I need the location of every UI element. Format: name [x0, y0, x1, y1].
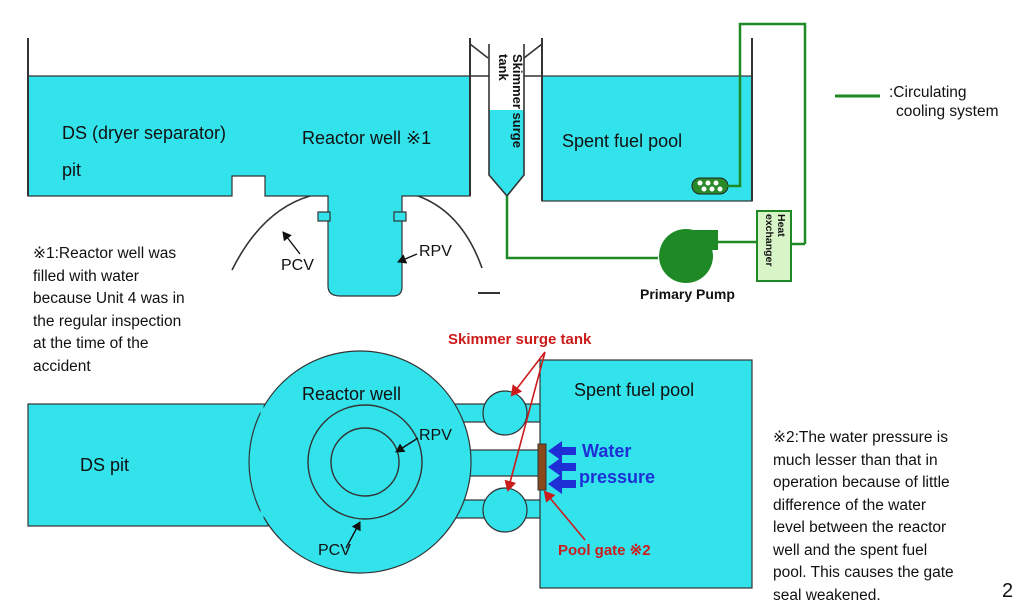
- heat-exchanger-label: Heat exchanger: [763, 214, 787, 267]
- note-1-line: ※1:Reactor well was: [33, 245, 177, 262]
- rpv-bottom-label: RPV: [419, 427, 452, 444]
- red-arrow-2: [504, 351, 546, 492]
- water-pressure-label-line2: pressure: [579, 467, 656, 487]
- pcv-circle: [307, 404, 423, 520]
- reactor-well-label: Reactor well ※1: [302, 128, 432, 148]
- blue-arrow-3: [548, 474, 576, 494]
- note-2: ※2:The water pressure is much lesser tha…: [773, 427, 954, 607]
- note-2-line: well and the spent fuel: [773, 541, 928, 559]
- skimmer-wall-left: [469, 43, 489, 59]
- spent-fuel-pool-plan: [539, 359, 753, 589]
- note-2-line: ※2:The water pressure is: [773, 429, 948, 446]
- legend-text-line1: :Circulating: [889, 84, 967, 101]
- note-1-line: filled with water: [33, 267, 139, 285]
- note-1-line: the regular inspection: [33, 312, 182, 330]
- cooling-pipe-main: [505, 196, 658, 260]
- pool-gate-label: Pool gate ※2: [558, 542, 651, 559]
- reactor-well-plan: [248, 350, 472, 574]
- blue-arrow-2: [548, 457, 576, 477]
- legend-text-line2: cooling system: [896, 103, 999, 120]
- skimmer-surge-tank-bottom-label: Skimmer surge tank: [448, 331, 592, 348]
- rpv-flange-right: [393, 211, 407, 222]
- blue-arrow-1: [548, 441, 576, 461]
- note-2-line: seal weakened.: [773, 586, 881, 604]
- skimmer-surge-tank-vertical-label: Skimmer surge tank: [496, 54, 525, 148]
- spent-fuel-pool-bottom-label: Spent fuel pool: [574, 380, 695, 400]
- note-2-line: pool. This causes the gate: [773, 564, 954, 581]
- pcv-top-label: PCV: [281, 257, 314, 274]
- ds-pit-label-line2: pit: [62, 160, 82, 180]
- note-2-line: level between the reactor: [773, 519, 947, 536]
- top-ds-reactor-water: [27, 75, 471, 297]
- primary-pump-label: Primary Pump: [640, 286, 735, 302]
- pcv-right-arc: [417, 195, 483, 269]
- cooling-pipe-loop: [726, 22, 807, 244]
- rpv-arrow: [397, 253, 418, 264]
- ds-pit-plan: [27, 403, 269, 527]
- note-1-line: accident: [33, 357, 91, 375]
- note-1: ※1:Reactor well was filled with water be…: [33, 243, 185, 378]
- pool-gate: [537, 443, 547, 491]
- pcv-plan-arrow: [345, 521, 361, 549]
- rpv-plan-arrow: [395, 437, 419, 453]
- red-arrow-gate: [543, 490, 586, 541]
- rpv-top-label: RPV: [419, 243, 452, 260]
- heat-exchanger-box: [756, 210, 792, 282]
- note-1-line: at the time of the: [33, 335, 149, 352]
- skimmer-tank-water: [489, 110, 524, 196]
- reactor-well-bottom-label: Reactor well: [302, 384, 402, 404]
- rpv-circle: [330, 427, 400, 497]
- ds-pit-bottom-label: DS pit: [80, 455, 130, 475]
- red-arrow-1: [510, 351, 546, 397]
- ds-pit-label-line1: DS (dryer separator): [62, 123, 227, 143]
- skimmer-tank-upper: [482, 390, 528, 436]
- skimmer-wall-right: [523, 43, 543, 59]
- pool-diffuser: [691, 177, 729, 195]
- note-2-line: operation because of little: [773, 474, 950, 491]
- note-2-line: much lesser than that in: [773, 451, 938, 469]
- note-2-line: difference of the water: [773, 496, 927, 514]
- spent-fuel-pool-top-label: Spent fuel pool: [562, 131, 683, 151]
- page-number: 2: [1002, 580, 1014, 602]
- water-pressure-label-line1: Water: [582, 441, 632, 461]
- skimmer-tank-lower: [482, 487, 528, 533]
- pcv-bottom-label: PCV: [318, 542, 351, 559]
- note-1-line: because Unit 4 was in: [33, 290, 185, 307]
- pcv-left-arc: [231, 195, 311, 271]
- pcv-arrow: [282, 231, 301, 255]
- rpv-flange-left: [317, 211, 331, 222]
